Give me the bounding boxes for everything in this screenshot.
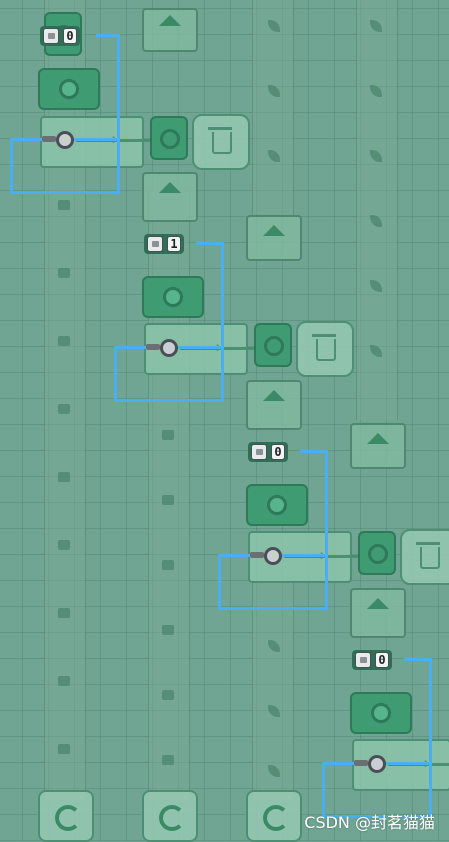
leaf-marker xyxy=(370,85,382,97)
lever-knob[interactable] xyxy=(160,339,178,357)
up-arrow-icon xyxy=(367,433,389,444)
sorter-building[interactable] xyxy=(350,692,412,734)
wire-link xyxy=(429,658,432,764)
conveyor-tile[interactable] xyxy=(142,8,198,52)
belt-marker xyxy=(58,472,70,482)
belt-marker xyxy=(162,495,174,505)
lever-arm xyxy=(146,344,160,350)
belt-marker xyxy=(58,336,70,346)
lever-arm xyxy=(250,552,264,558)
up-arrow-icon xyxy=(263,225,285,236)
wire-link xyxy=(96,34,120,37)
belt-lane-3[interactable] xyxy=(252,0,294,215)
belt-lane-3b[interactable] xyxy=(252,580,294,800)
item-chip-icon xyxy=(355,652,371,668)
item-counter-2: 1 xyxy=(144,234,184,254)
counter-value: 0 xyxy=(271,444,285,460)
leaf-marker xyxy=(370,215,382,227)
up-arrow-icon xyxy=(159,182,181,193)
refresh-icon[interactable] xyxy=(142,790,198,842)
conveyor-tile[interactable] xyxy=(142,172,198,222)
counter-value: 1 xyxy=(167,236,181,252)
leaf-marker xyxy=(370,280,382,292)
leaf-marker xyxy=(370,345,382,357)
belt-marker xyxy=(58,540,70,550)
wire-link xyxy=(196,242,224,245)
wire-segment xyxy=(180,347,290,350)
leaf-marker xyxy=(268,150,280,162)
belt-marker xyxy=(58,200,70,210)
sorter-building[interactable] xyxy=(142,276,204,318)
lever-knob[interactable] xyxy=(56,131,74,149)
counter-value: 0 xyxy=(375,652,389,668)
leaf-marker xyxy=(370,150,382,162)
conveyor-tile[interactable] xyxy=(350,588,406,638)
rotator-building[interactable] xyxy=(150,116,188,160)
belt-marker xyxy=(58,676,70,686)
leaf-marker xyxy=(268,705,280,717)
leaf-marker xyxy=(268,85,280,97)
belt-marker xyxy=(162,625,174,635)
leaf-marker xyxy=(268,20,280,32)
belt-marker xyxy=(162,755,174,765)
conveyor-tile[interactable] xyxy=(246,380,302,430)
item-counter-4: 0 xyxy=(352,650,392,670)
belt-marker xyxy=(162,690,174,700)
item-chip-icon xyxy=(251,444,267,460)
up-arrow-icon xyxy=(367,598,389,609)
wire-segment xyxy=(76,139,186,142)
trash-building[interactable] xyxy=(296,321,354,377)
belt-lane-4[interactable] xyxy=(356,0,398,420)
belt-marker xyxy=(58,608,70,618)
leaf-marker xyxy=(268,765,280,777)
up-arrow-icon xyxy=(159,15,181,26)
belt-marker xyxy=(162,430,174,440)
lever-knob[interactable] xyxy=(368,755,386,773)
counter-value: 0 xyxy=(63,28,77,44)
wire-link xyxy=(404,658,432,661)
lever-arm xyxy=(42,136,56,142)
rotator-building[interactable] xyxy=(358,531,396,575)
up-arrow-icon xyxy=(263,390,285,401)
sorter-building[interactable] xyxy=(38,68,100,110)
trash-building[interactable] xyxy=(192,114,250,170)
wire-link xyxy=(117,34,120,140)
item-counter-3: 0 xyxy=(248,442,288,462)
leaf-marker xyxy=(370,20,382,32)
item-chip-icon xyxy=(147,236,163,252)
belt-marker xyxy=(58,744,70,754)
leaf-marker xyxy=(268,640,280,652)
refresh-icon[interactable] xyxy=(246,790,302,842)
trash-building[interactable] xyxy=(400,529,449,585)
wire-link xyxy=(300,450,328,453)
wire-link xyxy=(221,242,224,348)
conveyor-tile[interactable] xyxy=(246,215,302,261)
wire-link xyxy=(325,450,328,556)
item-chip-icon xyxy=(43,28,59,44)
rotator-building[interactable] xyxy=(254,323,292,367)
belt-marker xyxy=(162,560,174,570)
lever-knob[interactable] xyxy=(264,547,282,565)
refresh-icon[interactable] xyxy=(38,790,94,842)
wire-segment xyxy=(284,555,394,558)
lever-arm xyxy=(354,760,368,766)
watermark: CSDN @封茗猫猫 xyxy=(304,813,435,832)
sorter-building[interactable] xyxy=(246,484,308,526)
conveyor-tile[interactable] xyxy=(350,423,406,469)
item-counter-1: 0 xyxy=(40,26,80,46)
belt-marker xyxy=(58,404,70,414)
belt-marker xyxy=(58,268,70,278)
